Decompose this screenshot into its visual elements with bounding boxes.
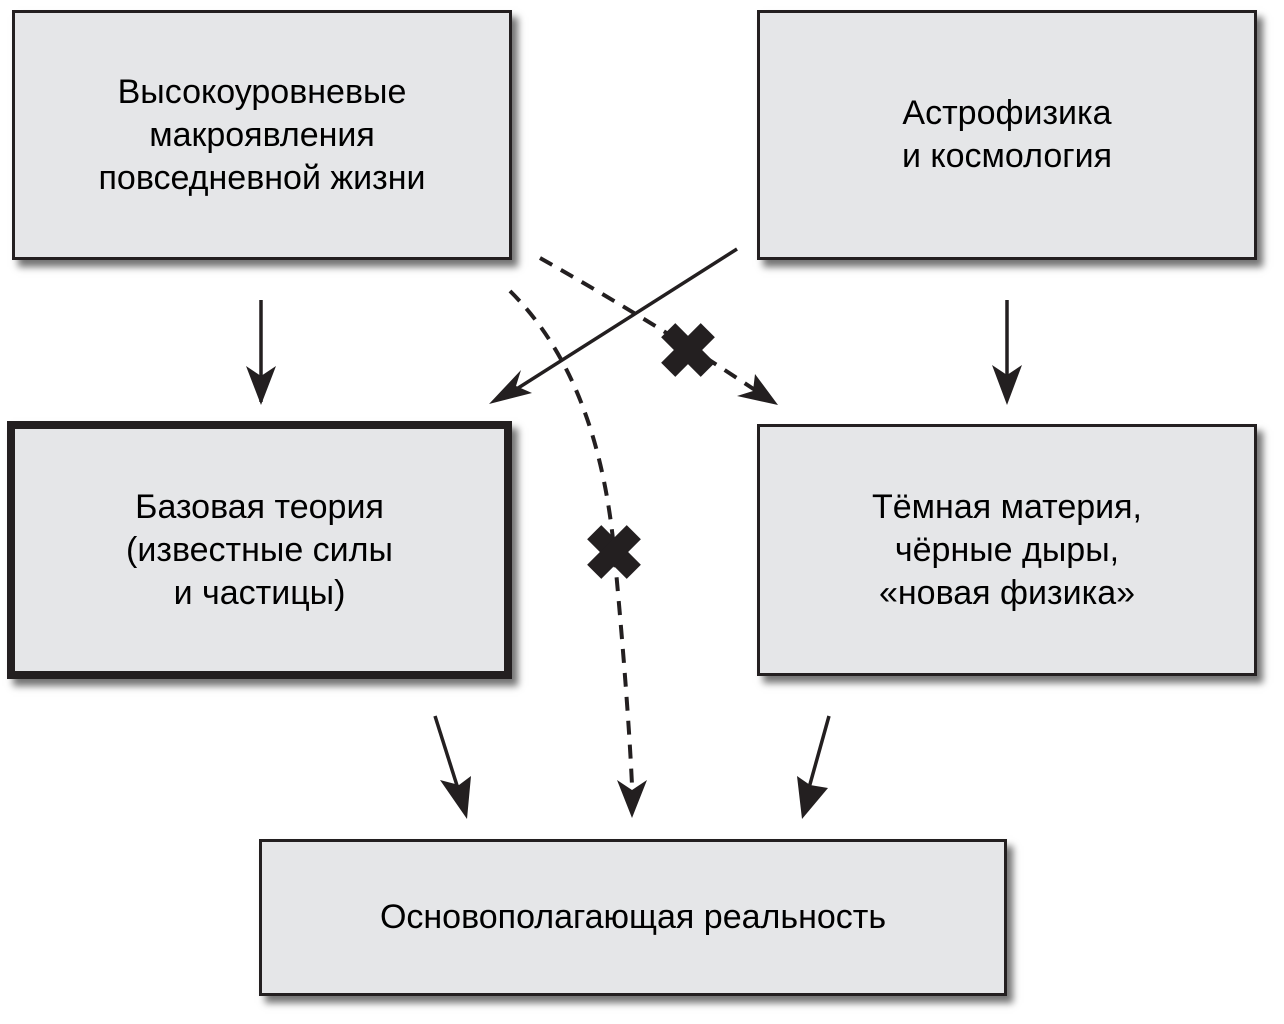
edge-core-reality [433,715,462,796]
node-macro: Высокоуровневые макроявления повседневно… [12,10,512,260]
arrowhead-macro-reality [617,780,647,818]
node-core-label: Базовая теория (известные силы и частицы… [126,487,393,612]
node-astro-label: Астрофизика и космология [901,94,1113,175]
edge-dark-reality [805,715,831,796]
node-astro: Астрофизика и космология [757,10,1257,260]
edge-macro-dark [539,256,757,392]
node-dark: Тёмная материя, чёрные дыры, «новая физи… [757,424,1257,676]
node-reality: Основополагающая реальность [259,839,1007,996]
arrowhead-astro-core [489,370,532,404]
arrowhead-astro-dark [992,365,1022,405]
blocked-cross-icon [587,525,641,579]
node-macro-label: Высокоуровневые макроявления повседневно… [98,72,426,197]
node-reality-label: Основополагающая реальность [379,898,887,936]
arrowhead-macro-dark [737,374,778,405]
edge-astro-core [514,247,738,392]
blocked-cross-icon [661,323,715,377]
arrowhead-macro-core [246,366,276,405]
arrowhead-core-reality [440,776,471,819]
node-dark-label: Тёмная материя, чёрные дыры, «новая физи… [872,487,1142,612]
arrowhead-dark-reality [797,776,828,819]
node-core: Базовая теория (известные силы и частицы… [7,421,512,679]
